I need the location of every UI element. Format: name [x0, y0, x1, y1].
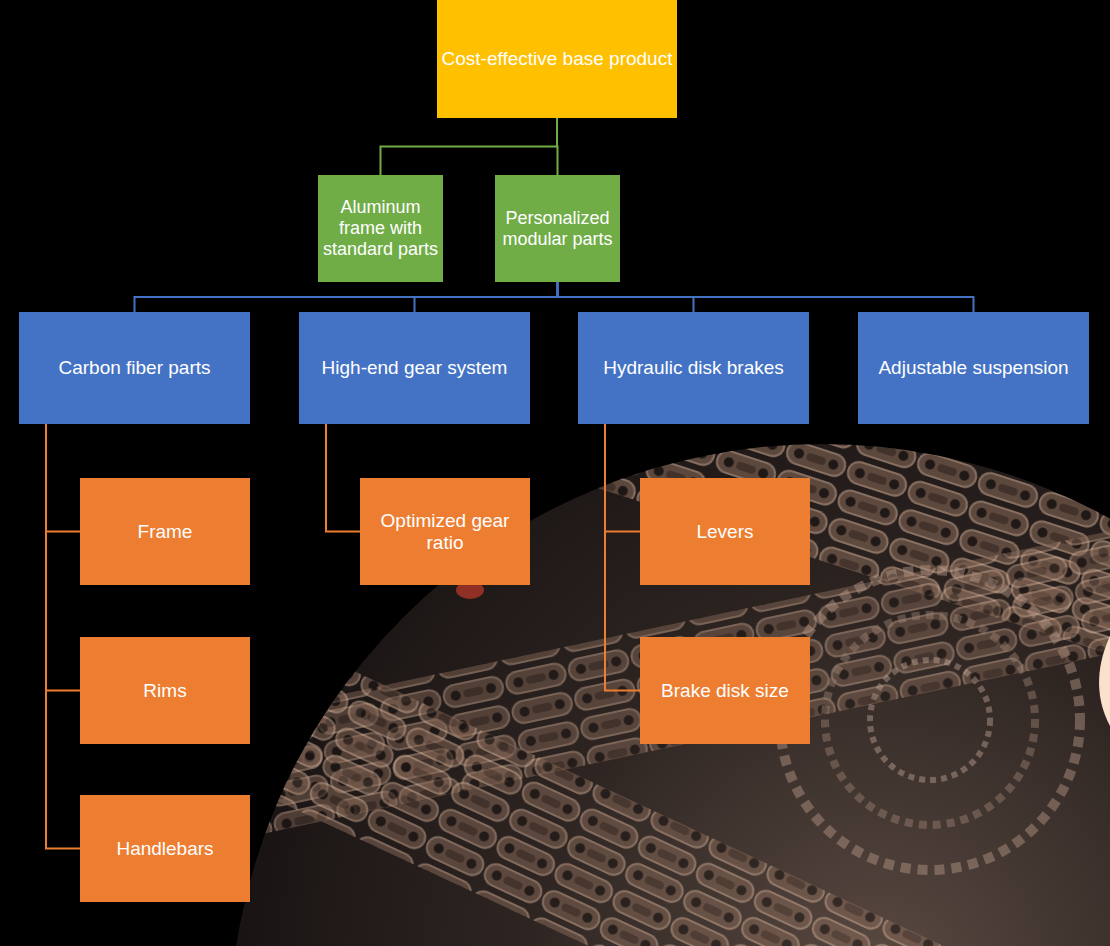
level-box: Aluminum frame with standard parts — [318, 175, 443, 282]
node-label: Hydraulic disk brakes — [582, 357, 805, 379]
text-holder: Brake disk size — [644, 680, 806, 702]
part-box: Brake disk size — [640, 637, 810, 744]
module-box: Adjustable suspension — [858, 312, 1089, 424]
module-box: Carbon fiber parts — [19, 312, 250, 424]
text-holder: Adjustable suspension — [862, 357, 1085, 379]
node-label: Frame — [84, 521, 246, 543]
peach-shape — [1099, 636, 1110, 726]
text-holder: Hydraulic disk brakes — [582, 357, 805, 379]
part-box: Handlebars — [80, 795, 250, 902]
text-holder: Optimized gear ratio — [364, 510, 526, 554]
node-label: Brake disk size — [644, 680, 806, 702]
tree-connector — [556, 118, 559, 175]
text-holder: Frame — [84, 521, 246, 543]
tree-connector — [46, 424, 80, 849]
text-holder: Carbon fiber parts — [23, 357, 246, 379]
tree-connector — [415, 282, 558, 312]
node-label: High-end gear system — [303, 357, 526, 379]
tree-connector — [135, 282, 558, 312]
cassette-ring — [780, 570, 1080, 870]
tree-connector — [381, 118, 558, 175]
chain-band — [42, 555, 1110, 946]
module-box: High-end gear system — [299, 312, 530, 424]
tree-connector — [46, 424, 80, 532]
cassette-ring — [825, 615, 1035, 825]
cassette-ring — [870, 660, 990, 780]
part-box: Rims — [80, 637, 250, 744]
root-box: Cost-effective base product — [437, 0, 677, 118]
part-box: Levers — [640, 478, 810, 585]
module-box: Hydraulic disk brakes — [578, 312, 809, 424]
node-label: Adjustable suspension — [862, 357, 1085, 379]
part-box: Frame — [80, 478, 250, 585]
node-label: Cost-effective base product — [441, 48, 673, 70]
node-label: Levers — [644, 521, 806, 543]
text-holder: Personalized modular parts — [499, 208, 616, 249]
tree-connector — [46, 424, 80, 691]
tree-connector — [605, 424, 640, 691]
node-label: Rims — [84, 680, 246, 702]
level-box: Personalized modular parts — [495, 175, 620, 282]
text-holder: High-end gear system — [303, 357, 526, 379]
node-label: Aluminum frame with standard parts — [322, 197, 439, 259]
node-label: Carbon fiber parts — [23, 357, 246, 379]
text-holder: Rims — [84, 680, 246, 702]
tree-connector — [326, 424, 360, 532]
node-label: Handlebars — [84, 838, 246, 860]
part-box: Optimized gear ratio — [360, 478, 530, 585]
text-holder: Handlebars — [84, 838, 246, 860]
tree-connector — [558, 282, 974, 312]
text-holder: Cost-effective base product — [441, 48, 673, 70]
tree-connector — [605, 424, 640, 532]
node-label: Optimized gear ratio — [364, 510, 526, 554]
text-holder: Aluminum frame with standard parts — [322, 197, 439, 259]
node-label: Personalized modular parts — [499, 208, 616, 249]
text-holder: Levers — [644, 521, 806, 543]
